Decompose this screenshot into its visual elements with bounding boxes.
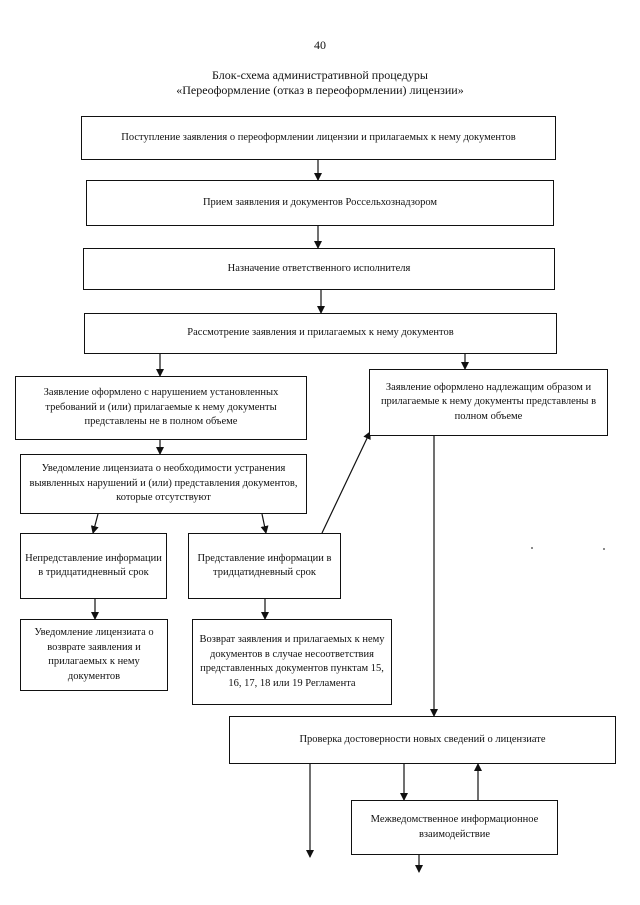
box-application-with-violations: Заявление оформлено с нарушением установ… [15,376,307,440]
box-application-proper: Заявление оформлено надлежащим образом и… [369,369,608,436]
box-notify-to-fix: Уведомление лицензиата о необходимости у… [20,454,307,514]
scan-speck [603,548,605,550]
box-assign-executor: Назначение ответственного исполнителя [83,248,555,290]
box-not-submitted: Непредставление информации в тридцатидне… [20,533,167,599]
arrow-notify-fix-to-submitted [260,513,269,534]
arrow-submitted-to-proper [321,431,371,534]
diagram-title-line-2: «Переоформление (отказ в переоформлении)… [176,83,464,97]
box-notify-return: Уведомление лицензиата о возврате заявле… [20,619,168,691]
scan-speck [531,547,533,549]
box-application-reception: Прием заявления и документов Россельхозн… [86,180,554,226]
box-review-application: Рассмотрение заявления и прилагаемых к н… [84,313,557,354]
box-verify-information: Проверка достоверности новых сведений о … [229,716,616,764]
diagram-title-line-1: Блок-схема административной процедуры [212,68,428,82]
box-application-receipt: Поступление заявления о переоформлении л… [81,116,556,160]
page-number: 40 [314,38,326,52]
box-submitted: Представление информации в тридцатидневн… [188,533,341,599]
box-return-documents: Возврат заявления и прилагаемых к нему д… [192,619,392,705]
arrow-notify-fix-to-not-submitted [90,513,99,534]
box-interagency-interaction: Межведомственное информационное взаимоде… [351,800,558,855]
